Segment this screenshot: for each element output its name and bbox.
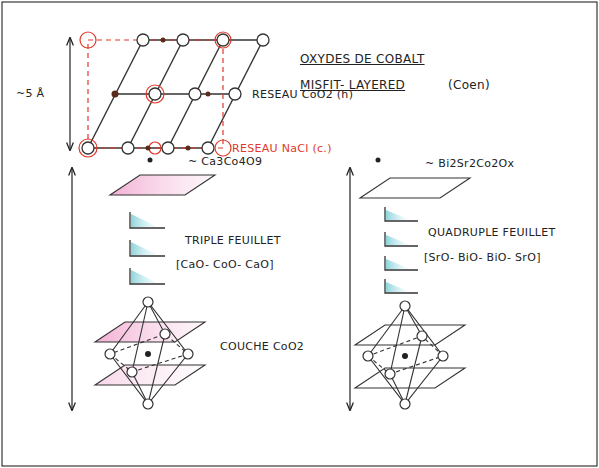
layer-composition: [CaO- CoO- CaO] bbox=[176, 258, 274, 272]
formula-label: ~ Ca3Co4O9 bbox=[188, 155, 262, 169]
diagram-title: OXYDES DE COBALT bbox=[300, 52, 425, 66]
layer-composition: [SrO- BiO- BiO- SrO] bbox=[424, 251, 541, 265]
lattice-label: RESEAU CoO2 (h) bbox=[252, 88, 353, 102]
author-note: (Coen) bbox=[448, 78, 490, 92]
layer-label: TRIPLE FEUILLET bbox=[185, 234, 281, 248]
layer-label: QUADRUPLE FEUILLET bbox=[428, 226, 556, 240]
layer-label: COUCHE CoO2 bbox=[220, 340, 304, 354]
lattice-label: RESEAU NaCl (c.) bbox=[232, 142, 332, 156]
dimension-label: ~5 Å bbox=[16, 87, 44, 101]
formula-label: ~ Bi2Sr2Co2Ox bbox=[425, 157, 514, 171]
